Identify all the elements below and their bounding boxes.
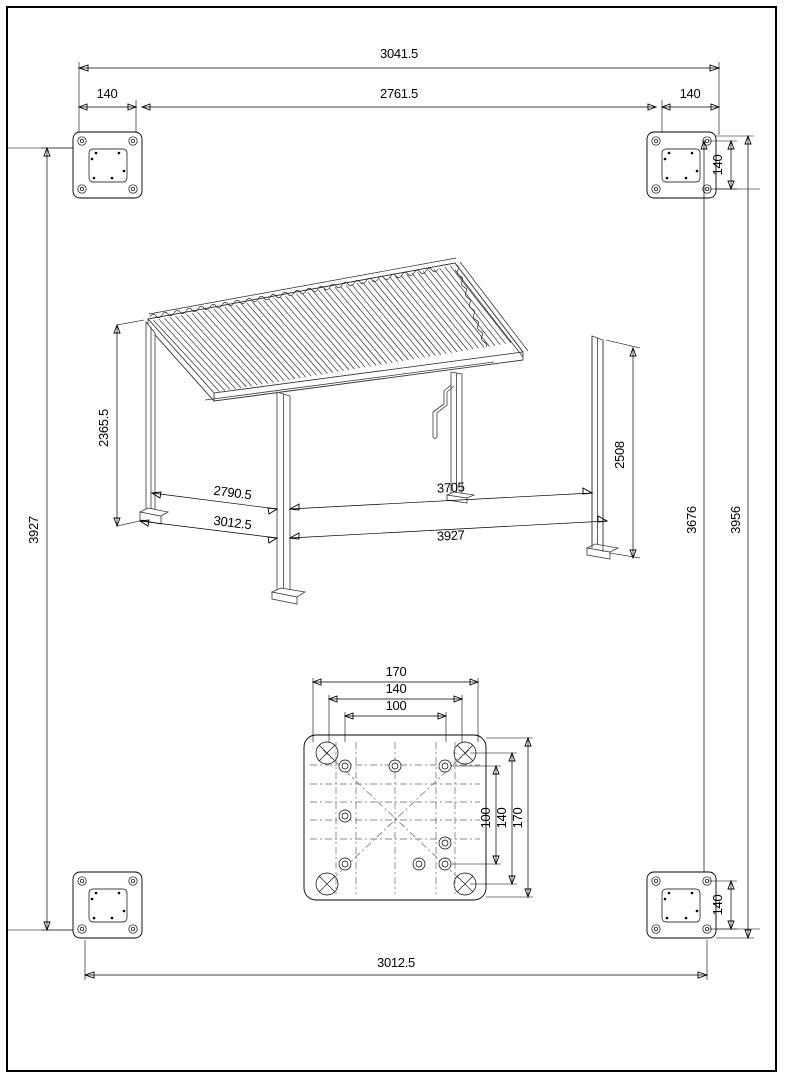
dim-iso-depth-upper-group (150, 491, 279, 515)
bottom-right-plate (646, 871, 717, 939)
detail-right-dimension-group (451, 736, 533, 899)
right-dimension-group (700, 134, 754, 940)
bottom-dimension-group (83, 940, 709, 980)
dim-iso-width-lower: 3927 (437, 527, 466, 543)
dim-iso-left-height-group (113, 319, 145, 528)
dim-detail-top-outer: 170 (386, 664, 407, 679)
dim-iso-left-height: 2365.5 (96, 409, 111, 447)
dim-top-right-offset: 140 (680, 86, 701, 101)
roof-front-edge-profile (454, 261, 529, 353)
top-dimension-group (77, 62, 721, 135)
dim-top-left-offset: 140 (97, 86, 118, 101)
dim-iso-width-upper-group (288, 487, 594, 511)
roof-back-edge-profile (147, 257, 457, 320)
dim-plate-br-vertical: 140 (710, 895, 725, 916)
left-dimension-group (41, 146, 73, 932)
dim-iso-depth-lower: 3012.5 (213, 513, 253, 533)
dim-detail-right-inner: 100 (478, 808, 493, 829)
sheet-border (6, 6, 777, 1072)
crank-handle-icon (432, 384, 455, 439)
dim-iso-right-height: 2508 (612, 441, 627, 469)
dim-detail-top-mid: 140 (386, 681, 407, 696)
dim-top-inner: 2761.5 (380, 86, 418, 101)
roof-louvers (153, 265, 512, 392)
dim-left-overall: 3927 (26, 516, 41, 544)
dim-iso-depth-lower-group (138, 519, 279, 544)
dim-iso-right-height-group (605, 339, 641, 560)
dim-iso-width-lower-group (288, 515, 609, 540)
bottom-left-plate (72, 871, 143, 939)
top-right-plate (646, 131, 717, 199)
dim-detail-right-mid: 140 (494, 808, 509, 829)
post-rear-center (445, 371, 476, 504)
detail-top-dimension-group (311, 678, 480, 742)
dim-iso-depth-upper: 2790.5 (213, 483, 253, 503)
leader-lines (8, 147, 760, 931)
dim-plate-tr-vertical: 140 (710, 155, 725, 176)
dim-detail-top-inner: 100 (386, 698, 407, 713)
dim-iso-width-upper: 3705 (437, 479, 466, 495)
base-plate-detail-view (303, 734, 487, 901)
dim-detail-right-outer: 170 (510, 808, 525, 829)
detail-bolt-holes (338, 759, 452, 871)
top-left-plate (72, 131, 143, 199)
pergola-isometric-view (138, 257, 620, 605)
post-front-left (138, 320, 170, 525)
dim-right-overall: 3956 (728, 506, 743, 534)
post-front-center (270, 391, 307, 605)
dim-bottom-overall: 3012.5 (377, 955, 415, 970)
dim-right-inner: 3676 (684, 506, 699, 534)
dim-top-overall: 3041.5 (380, 46, 418, 61)
